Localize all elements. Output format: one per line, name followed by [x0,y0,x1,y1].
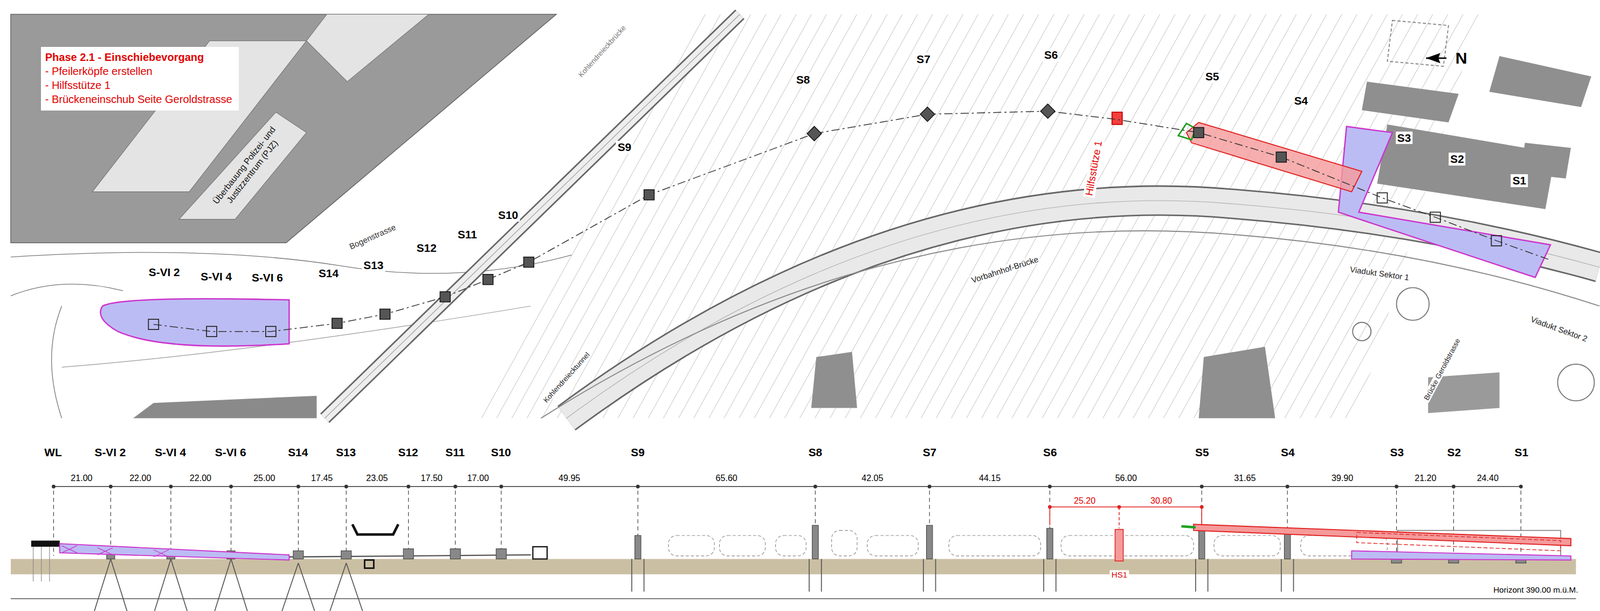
plan-label: 22.00 [129,472,151,484]
plan-label: 44.15 [978,472,1001,484]
plan-label: S1 [1511,174,1528,188]
plan-label: S-VI 4 [198,270,234,284]
plan-label: S3 [1390,445,1404,459]
plan-label: S11 [445,445,465,459]
plan-label: S1 [1514,445,1529,459]
plan-label: S-VI 4 [154,445,186,459]
plan-label: S7 [914,52,932,66]
plan-label: 49.95 [558,472,581,484]
plan-label: 21.00 [70,472,93,484]
plan-label: S3 [1395,131,1413,145]
plan-label: S-VI 6 [250,271,285,285]
plan-label: 39.90 [1331,472,1354,484]
plan-label: 17.00 [467,472,489,484]
plan-label: 30.80 [1150,494,1172,506]
plan-label: S5 [1203,70,1221,84]
plan-label: 22.00 [189,472,212,484]
plan-label: S11 [456,228,479,241]
plan-label: S4 [1280,445,1295,459]
plan-label: Bogenstrasse [346,221,399,252]
plan-label: S6 [1043,445,1057,459]
plan-label: S13 [335,445,356,459]
plan-label: S8 [808,445,823,459]
plan-label: 25.20 [1073,494,1096,506]
plan-label: S14 [316,266,341,280]
plan-label: S-VI 2 [147,265,182,279]
plan-label: S4 [1292,94,1310,108]
plan-label: 23.05 [366,472,388,484]
plan-label: HS1 [1109,569,1129,579]
plan-label: 24.40 [1477,472,1499,484]
plan-label: S-VI 2 [94,445,127,459]
plan-label: 42.05 [861,472,884,484]
plan-label: S7 [922,445,937,459]
plan-label: N [1455,48,1468,68]
plan-label: S2 [1447,445,1461,459]
plan-label: S13 [361,258,385,272]
phase-step: - Brückeneinschub Seite Geroldstrasse [45,92,233,107]
plan-label: 31.65 [1233,472,1256,484]
plan-label: Kohlendreieckbrücke [575,22,629,80]
plan-label: S12 [398,445,419,459]
plan-label: 17.45 [311,472,333,484]
plan-label: 25.00 [253,472,275,484]
plan-label: S6 [1042,48,1060,62]
plan-label: Viadukt Sektor 2 [1527,313,1591,344]
plan-label: 65.60 [715,472,738,484]
phase-step: - Hilfsstütze 1 [45,78,233,93]
plan-label: S2 [1448,152,1466,166]
plan-label: S-VI 6 [215,445,247,459]
phase-note-box: Phase 2.1 - Einschiebevorgang- Pfeilerkö… [40,46,239,111]
plan-label: S9 [616,140,633,154]
plan-label: 21.20 [1414,472,1437,484]
plan-label: 17.50 [421,472,443,484]
phase-step: - Pfeilerköpfe erstellen [45,64,233,79]
plan-label: S10 [496,208,520,222]
plan-label: S14 [287,445,308,459]
plan-label: Horizont 390.00 m.ü.M. [1493,584,1578,595]
plan-label: S9 [630,445,645,459]
plan-label: 56.00 [1115,472,1137,484]
plan-label: S10 [491,445,512,459]
plan-label: S12 [415,241,439,255]
plan-label: S5 [1195,445,1209,459]
phase-heading: Phase 2.1 - Einschiebevorgang [45,50,233,65]
plan-label: WL [44,445,62,459]
plan-label: S8 [794,73,812,87]
